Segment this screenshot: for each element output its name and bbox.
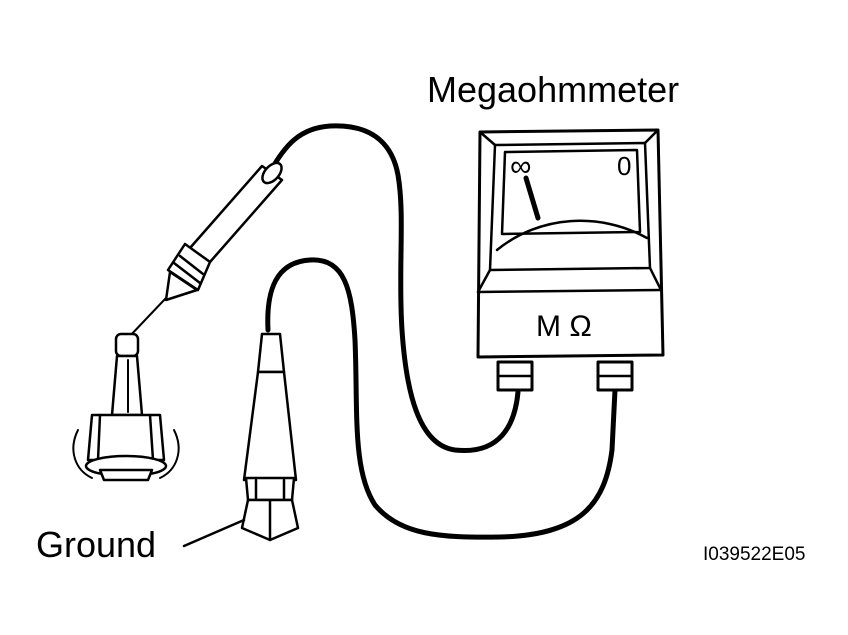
ground-clip [240, 332, 300, 542]
meter-scale-zero: 0 [617, 151, 631, 181]
meter-bezel-corner-bl [476, 268, 492, 294]
meter-needle [523, 175, 541, 221]
meter-body-divider [476, 288, 663, 294]
probe-tip-cone [164, 270, 199, 302]
figure-id-label: I039522E05 [703, 544, 806, 565]
ground-cable [265, 257, 618, 540]
ground-clip-boot [242, 370, 298, 482]
ground-leader-line [182, 518, 246, 548]
ground-clip-jaw [244, 476, 296, 502]
meter-dial [500, 148, 642, 236]
meter-right-terminal [596, 360, 634, 392]
meter-bezel-corner-br [648, 266, 663, 292]
ground-seat-arc-right [159, 429, 180, 479]
meter-outer-body [476, 128, 665, 359]
probe-cable [267, 123, 521, 454]
spark-plug-terminal [114, 332, 140, 358]
meter-bezel-corner-tr [643, 128, 660, 145]
meter-unit-label: M Ω [536, 310, 592, 343]
meter-bezel-corner-tl [478, 130, 497, 147]
spark-plug-hex [86, 413, 166, 462]
ground-clip-boot-top [256, 332, 286, 374]
test-probe [127, 161, 284, 339]
meter-scale-infinity: ∞ [510, 150, 531, 183]
probe-handle-cap [261, 161, 283, 185]
ground-label: Ground [36, 524, 157, 565]
meter-scale-arc [495, 219, 649, 252]
probe-needle [127, 297, 167, 339]
spark-plug-thread [98, 468, 154, 482]
megaohmmeter: ∞ 0 M Ω [476, 128, 665, 392]
megaohmmeter-label: Megaohmmeter [427, 69, 680, 110]
spark-plug [72, 332, 180, 482]
ground-seat-arc-left [72, 429, 93, 479]
meter-left-terminal [496, 360, 534, 392]
